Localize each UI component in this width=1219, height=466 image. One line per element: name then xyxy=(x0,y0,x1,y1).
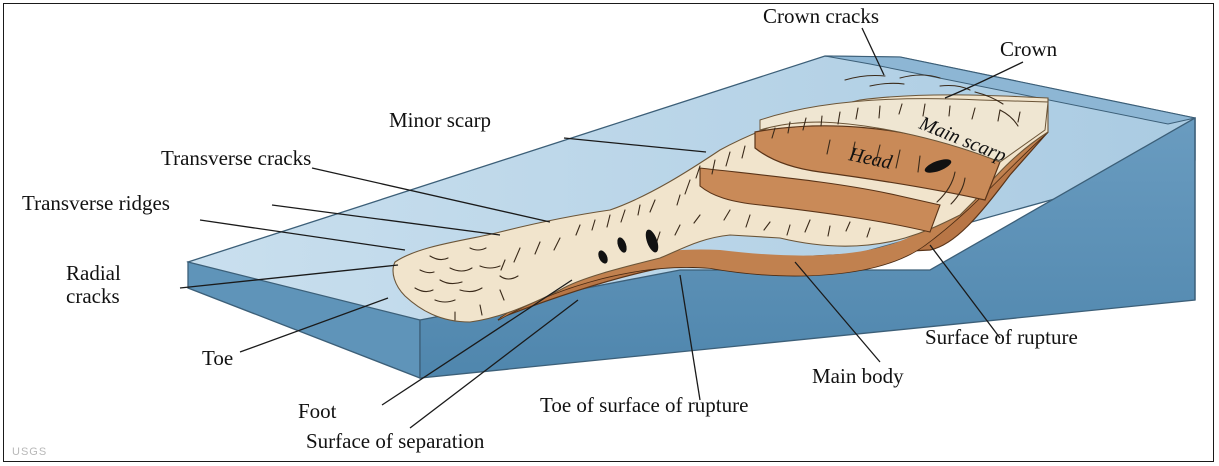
label-minor-scarp: Minor scarp xyxy=(389,108,491,132)
label-foot: Foot xyxy=(298,399,337,423)
label-surface-of-separation: Surface of separation xyxy=(306,429,485,453)
label-toe: Toe xyxy=(202,346,233,370)
usgs-credit: USGS xyxy=(12,446,47,458)
label-surface-of-rupture: Surface of rupture xyxy=(925,325,1078,349)
label-toe-of-surface-of-rupture: Toe of surface of rupture xyxy=(540,393,748,417)
label-cracks: cracks xyxy=(66,284,120,308)
label-main-body: Main body xyxy=(812,364,904,388)
label-radial: Radial xyxy=(66,261,121,285)
label-crown: Crown xyxy=(1000,37,1058,61)
label-transverse-ridges: Transverse ridges xyxy=(22,191,170,215)
label-transverse-cracks: Transverse cracks xyxy=(161,146,311,170)
label-crown-cracks: Crown cracks xyxy=(763,4,879,28)
